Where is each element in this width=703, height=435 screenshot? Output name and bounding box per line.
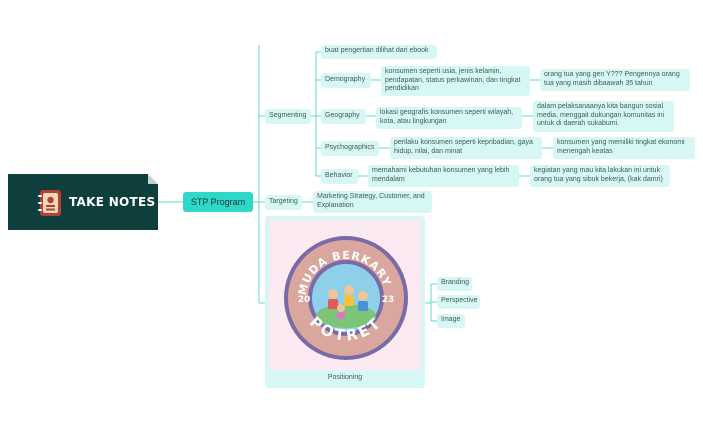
root-take-notes-card[interactable]: TAKE NOTES xyxy=(8,174,158,230)
behavior-detail[interactable]: memahami kebutuhan konsumen yang lebih m… xyxy=(368,165,519,187)
psychographics-sub[interactable]: konsumen yang memiliki tingkat ekonomi m… xyxy=(553,137,695,159)
psychographics-detail[interactable]: perilaku konsumen seperti kepribadian, g… xyxy=(390,137,542,159)
segmenting-note[interactable]: buat pengertian dilihat dari ebook xyxy=(321,45,437,59)
branch-demography[interactable]: Demography xyxy=(321,73,371,88)
geography-sub[interactable]: dalam pelaksanaanya kita bangun sosial m… xyxy=(533,101,674,132)
branch-segmenting[interactable]: Segmenting xyxy=(265,109,311,124)
page-fold-corner xyxy=(148,174,158,184)
targeting-detail[interactable]: Marketing Strategy, Customer, and Explan… xyxy=(313,191,432,213)
branch-geography[interactable]: Geography xyxy=(321,109,366,124)
demography-sub[interactable]: orang tua yang gen Y??? Pengennya orang … xyxy=(540,69,690,91)
center-node-stp-program[interactable]: STP Program xyxy=(183,192,253,212)
geography-detail[interactable]: lokasi geografis konsumen seperti wilaya… xyxy=(376,107,522,129)
branch-positioning[interactable]: MUDA BERKARYA POTRET 20 23 Positioning xyxy=(264,210,425,388)
positioning-item-image[interactable]: Image xyxy=(437,314,465,328)
branch-behavior[interactable]: Behavior xyxy=(321,169,358,184)
logo-year-left: 20 xyxy=(298,295,311,305)
positioning-item-perspective[interactable]: Perspective xyxy=(437,295,480,309)
branch-targeting[interactable]: Targeting xyxy=(265,195,302,210)
muda-berkarya-poster: MUDA BERKARYA POTRET 20 23 xyxy=(264,210,421,370)
notebook-icon xyxy=(38,190,61,216)
positioning-label: Positioning xyxy=(327,374,363,381)
potret-logo: MUDA BERKARYA POTRET 20 23 xyxy=(264,210,408,360)
positioning-item-branding[interactable]: Branding xyxy=(437,277,472,291)
root-title: TAKE NOTES xyxy=(69,195,156,209)
demography-detail[interactable]: konsumen seperti usia, jenis kelamin, pe… xyxy=(381,66,530,96)
branch-psychographics[interactable]: Psychographics xyxy=(321,141,379,156)
logo-year-right: 23 xyxy=(382,295,395,305)
behavior-sub[interactable]: kegiatan yang mau kita lakukan ini untuk… xyxy=(530,165,670,187)
